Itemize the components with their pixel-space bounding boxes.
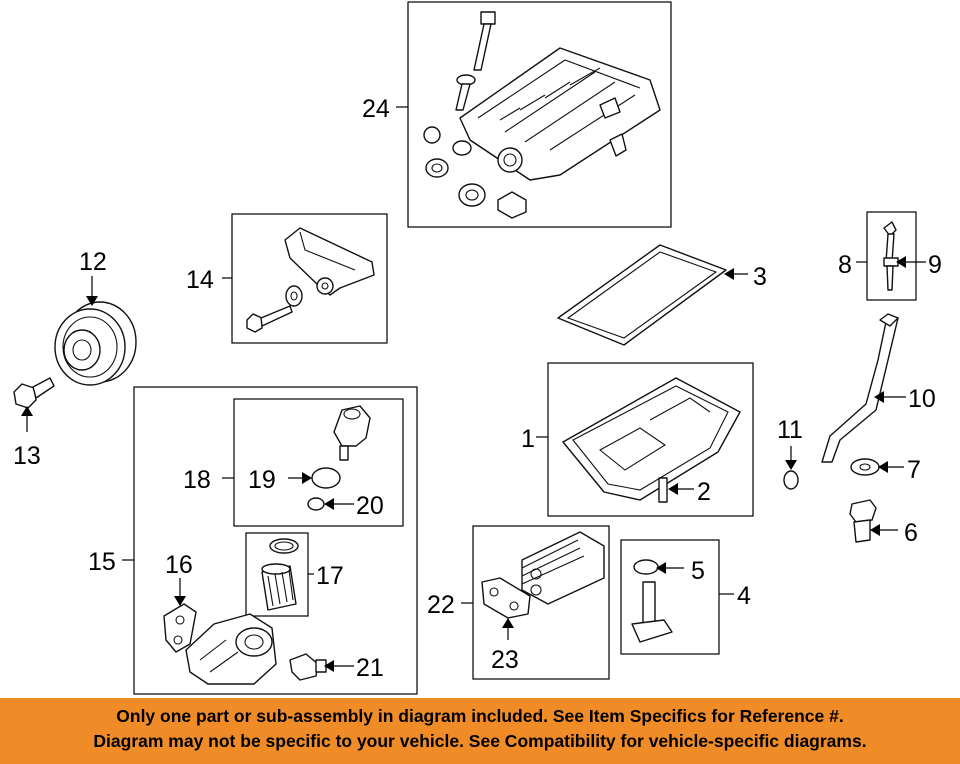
callout-23: 23 <box>491 646 519 674</box>
part-6-drain-plug-group: 6 <box>849 499 918 547</box>
callout-13-arrow <box>21 406 33 416</box>
part-24-cover <box>459 47 661 181</box>
callout-13: 13 <box>13 442 41 470</box>
part-4-sensor-group: 5 4 <box>620 539 751 655</box>
callout-11-arrow <box>785 460 797 470</box>
callout-20-arrow <box>324 498 334 510</box>
part-11-oring <box>783 470 799 490</box>
callout-6-arrow <box>870 524 880 536</box>
disclaimer-line-1: Only one part or sub-assembly in diagram… <box>116 706 844 726</box>
callout-9-arrow <box>896 256 906 268</box>
callout-19: 19 <box>248 466 276 494</box>
part-14-oil-pump-group: 14 <box>186 213 388 344</box>
part-5-oring <box>633 559 659 575</box>
part-22-cooler <box>521 531 605 605</box>
callout-21-arrow <box>324 660 334 672</box>
disclaimer-line-2: Diagram may not be specific to your vehi… <box>93 731 867 751</box>
part-23-gasket <box>481 577 531 619</box>
part-20-seal <box>307 497 325 511</box>
part-14-pump <box>284 227 375 296</box>
part-18-box <box>233 398 404 527</box>
part-15-housing <box>185 613 277 685</box>
callout-16-arrow <box>174 596 186 606</box>
callout-21: 21 <box>356 654 384 682</box>
callout-12-arrow <box>86 296 98 306</box>
callout-18: 18 <box>183 466 211 494</box>
part-24-grommets <box>423 126 527 219</box>
callout-10: 10 <box>908 385 936 413</box>
callout-15: 15 <box>88 548 116 576</box>
part-7-washer-group: 7 <box>850 456 921 484</box>
part-14-bolt <box>246 305 293 333</box>
part-8-box <box>866 211 917 301</box>
part-14-washer <box>285 285 303 307</box>
callout-16: 16 <box>165 551 193 579</box>
part-24-bolt <box>473 11 496 71</box>
part-4-sensor <box>631 581 673 643</box>
part-15-box <box>133 386 418 695</box>
callout-17: 17 <box>316 562 344 590</box>
part-13-bolt-group: 13 <box>13 377 55 470</box>
part-1-oil-pan <box>562 377 741 501</box>
part-24-stud <box>455 74 476 111</box>
part-10-tube-group: 10 <box>821 313 936 463</box>
part-4-box <box>620 539 720 655</box>
callout-2-arrow <box>668 483 678 495</box>
part-24-valve-cover-group: 24 <box>362 1 672 228</box>
part-3-gasket-group: 3 <box>557 244 767 346</box>
callout-10-arrow <box>874 391 884 403</box>
callout-5-arrow <box>656 562 666 574</box>
callout-22: 22 <box>427 591 455 619</box>
part-8-dipstick-group: 8 9 <box>838 211 942 301</box>
part-24-box <box>407 1 672 228</box>
part-22-cooler-group: 22 23 <box>427 525 610 680</box>
callout-4: 4 <box>737 582 751 610</box>
part-1-oil-pan-group: 1 2 <box>521 362 754 517</box>
part-6-drain-plug <box>849 499 877 543</box>
part-1-box <box>547 362 754 517</box>
callout-24: 24 <box>362 95 390 123</box>
part-18-valve <box>333 405 371 461</box>
callout-9: 9 <box>928 251 942 279</box>
part-16-gasket <box>163 603 197 653</box>
parts-diagram: 24 14 12 <box>13 1 942 695</box>
part-12-pulley <box>54 301 137 386</box>
part-3-gasket <box>557 244 727 346</box>
callout-19-arrow <box>302 472 312 484</box>
part-7-washer <box>850 458 880 476</box>
callout-3: 3 <box>753 263 767 291</box>
callout-14: 14 <box>186 266 214 294</box>
part-9-dipstick-handle <box>883 221 899 291</box>
callout-5: 5 <box>691 557 705 585</box>
callout-11: 11 <box>777 416 803 444</box>
part-10-tube <box>821 313 899 463</box>
callout-20: 20 <box>356 492 384 520</box>
part-2-dowel <box>658 477 668 503</box>
part-15-filter-housing-group: 15 18 19 20 17 <box>88 386 418 695</box>
part-12-pulley-group: 12 <box>54 248 137 386</box>
part-21-switch <box>289 653 327 681</box>
part-13-bolt <box>13 377 55 409</box>
callout-6: 6 <box>904 519 918 547</box>
part-17-filter <box>261 538 299 611</box>
callout-12: 12 <box>79 248 107 276</box>
callout-3-arrow <box>724 268 734 280</box>
part-19-oring <box>311 467 341 489</box>
part-11-oring-group: 11 <box>777 416 803 490</box>
callout-2: 2 <box>697 478 711 506</box>
callout-8: 8 <box>838 251 852 279</box>
callout-7-arrow <box>878 461 888 473</box>
callout-7: 7 <box>907 456 921 484</box>
callout-1: 1 <box>521 425 535 453</box>
disclaimer-banner: Only one part or sub-assembly in diagram… <box>0 698 960 764</box>
callout-23-arrow <box>502 618 514 628</box>
